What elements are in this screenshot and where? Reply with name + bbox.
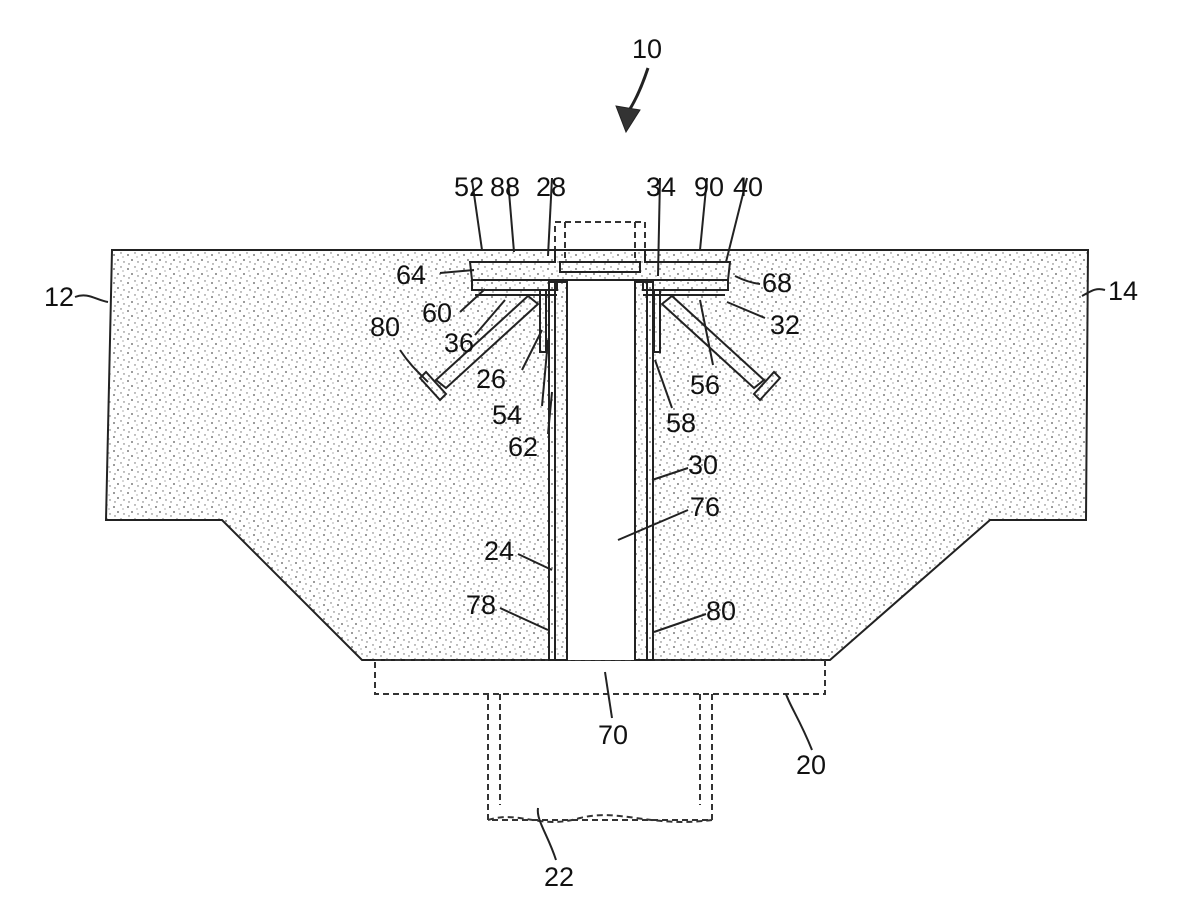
label-left-bracket: 26 xyxy=(476,364,506,394)
right-bracket xyxy=(653,290,661,353)
label-left-flange: 52 xyxy=(454,172,484,202)
label-left-wall: 24 xyxy=(484,536,514,566)
label-right-cap: 34 xyxy=(646,172,676,202)
label-right-cap-edge: 32 xyxy=(770,310,800,340)
lower-member xyxy=(487,694,713,821)
left-anchor-head xyxy=(418,370,448,402)
label-bottom-cavity: 70 xyxy=(598,720,628,750)
top-post xyxy=(554,221,646,262)
right-anchor-head xyxy=(752,370,782,402)
assembly-arrow xyxy=(626,67,650,113)
label-left-web: 54 xyxy=(492,400,522,430)
left-bracket xyxy=(539,290,547,353)
label-right-gap: 80 xyxy=(706,596,736,626)
label-left-gap: 78 xyxy=(466,590,496,620)
label-left-fill: 88 xyxy=(490,172,520,202)
label-base-plate: 20 xyxy=(796,750,826,780)
label-assembly: 10 xyxy=(632,34,662,64)
leader-lines xyxy=(74,177,1106,861)
left-flange-plate xyxy=(471,279,558,291)
label-right-slab: 14 xyxy=(1108,276,1138,306)
label-cavity: 76 xyxy=(690,492,720,522)
label-left-angle: 60 xyxy=(422,298,452,328)
label-left-end: 64 xyxy=(396,260,426,290)
right-flange-plate xyxy=(642,279,729,291)
label-right-flange: 40 xyxy=(733,172,763,202)
label-right-bracket: 56 xyxy=(690,370,720,400)
label-left-anchor: 80 xyxy=(370,312,400,342)
label-right-web: 58 xyxy=(666,408,696,438)
label-left-cap-edge: 36 xyxy=(444,328,474,358)
label-right-wall: 30 xyxy=(688,450,718,480)
label-left-cap: 28 xyxy=(536,172,566,202)
left-anchor-bar xyxy=(434,294,540,390)
label-left-liner: 62 xyxy=(508,432,538,462)
top-cap-bar xyxy=(559,261,641,273)
central-cavity xyxy=(567,280,635,660)
right-anchor-bar xyxy=(660,294,766,390)
base-plate xyxy=(374,659,826,695)
lower-member-break xyxy=(487,814,713,823)
label-right-end: 68 xyxy=(762,268,792,298)
label-lower-member: 22 xyxy=(544,862,574,892)
assembly-arrowhead xyxy=(615,105,641,134)
label-right-fill: 90 xyxy=(694,172,724,202)
label-left-slab: 12 xyxy=(44,282,74,312)
